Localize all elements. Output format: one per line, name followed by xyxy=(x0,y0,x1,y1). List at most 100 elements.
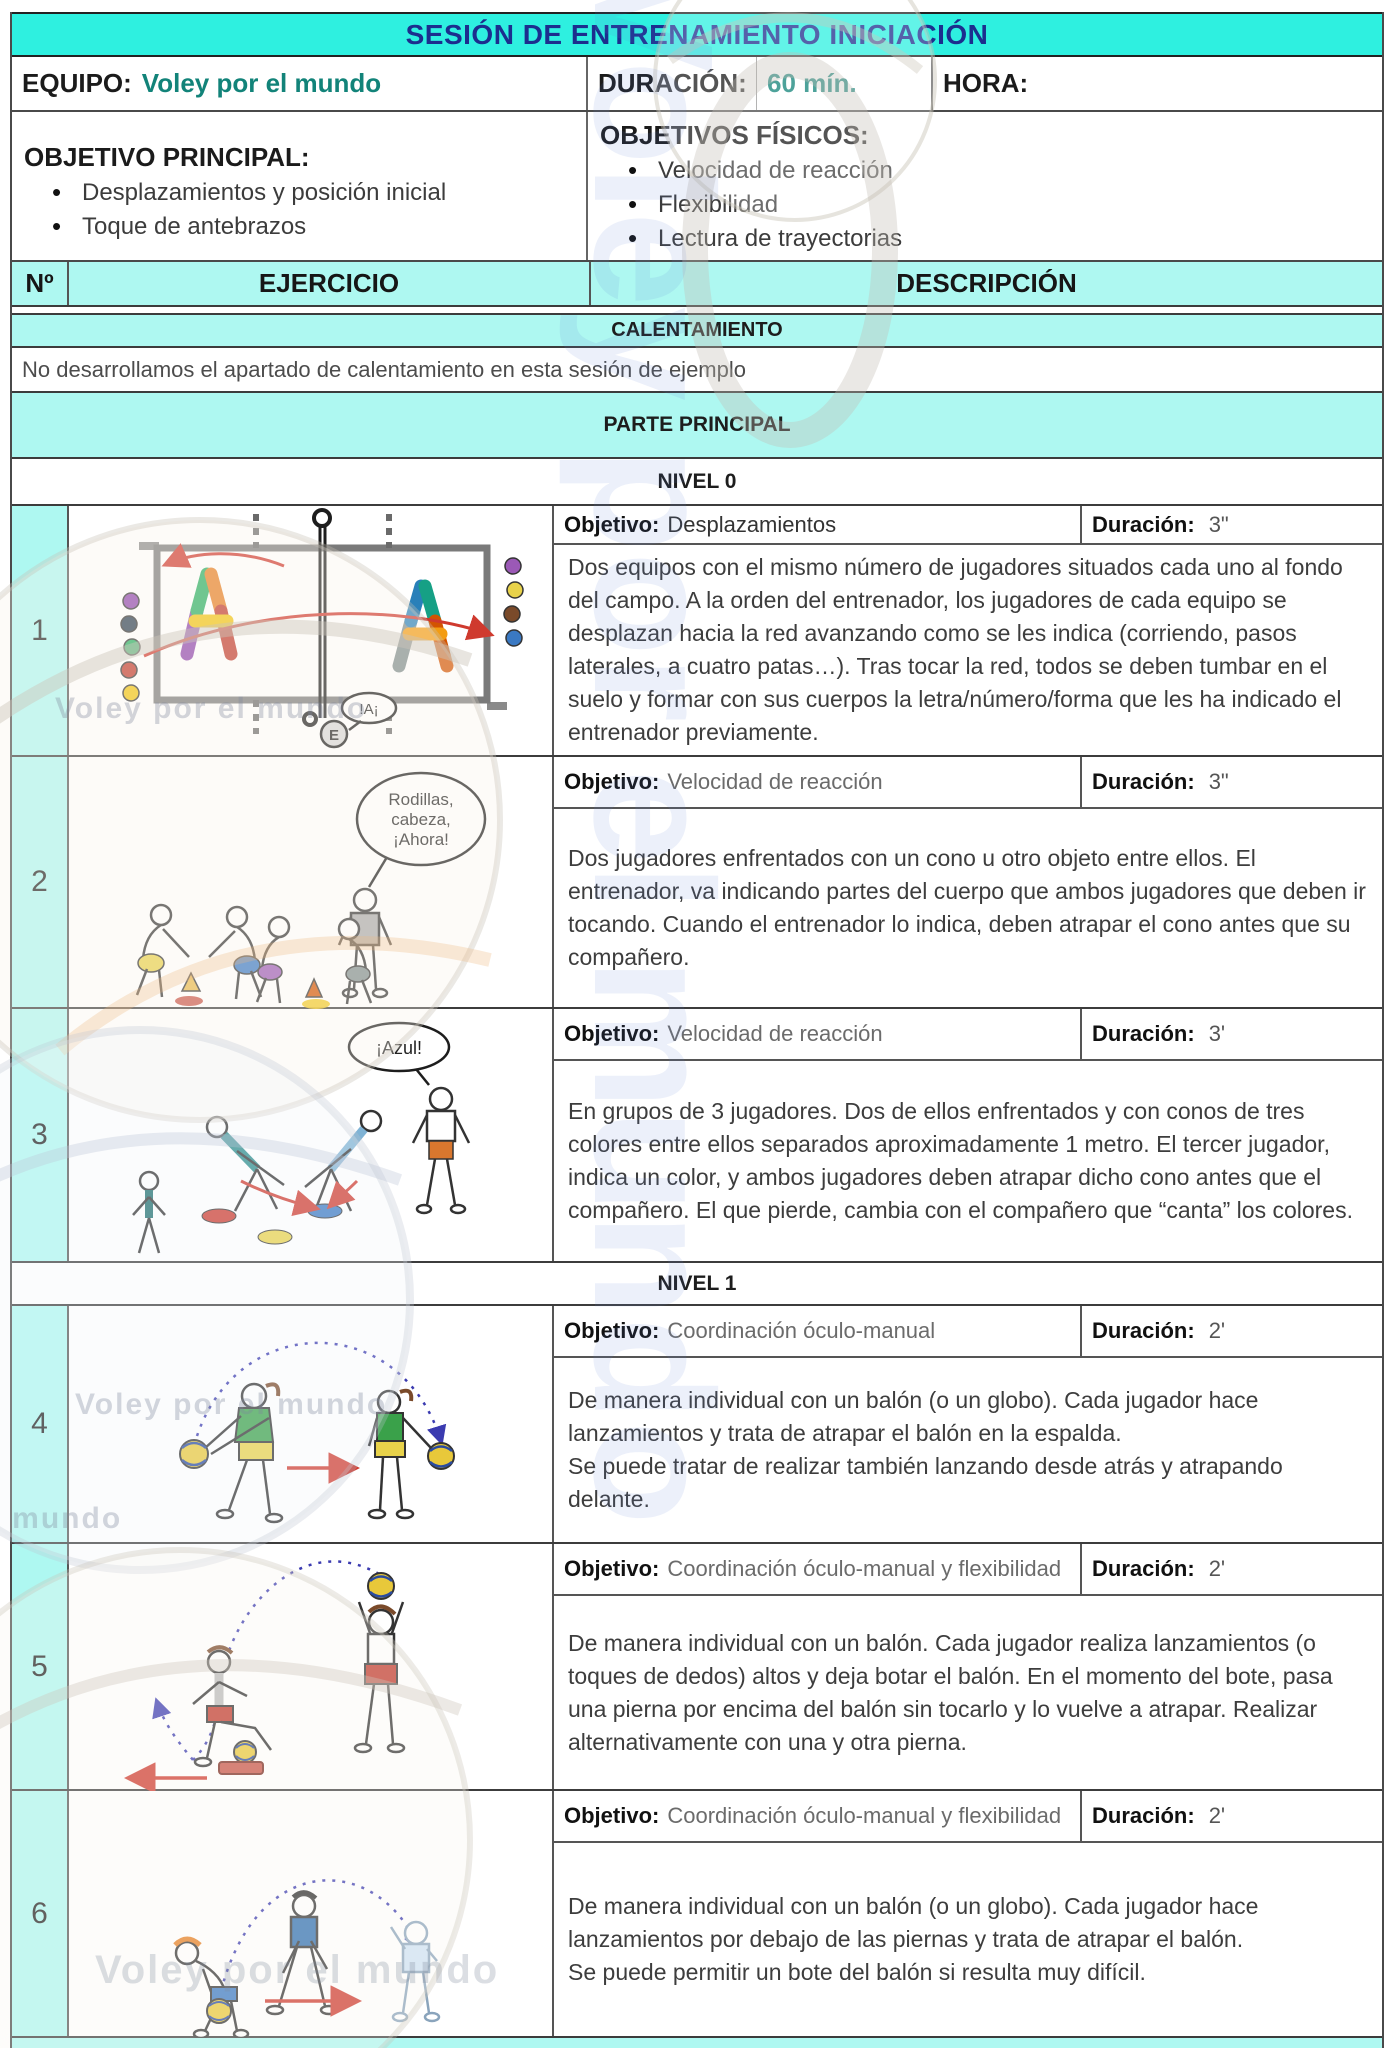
speech-bubble-text: !A¡ xyxy=(359,701,378,718)
speech-bubble-text: Rodillas, xyxy=(388,790,453,809)
section-calentamiento-label: CALENTAMIENTO xyxy=(611,319,783,341)
duracion-cell: Duración: 2' xyxy=(1082,1544,1382,1594)
page-title: SESIÓN DE ENTRENAMIENTO INICIACIÓN xyxy=(12,12,1382,57)
exercise-number: 2 xyxy=(12,757,69,1007)
hora-cell: HORA: xyxy=(933,57,1382,110)
exercise-row-1: 1 xyxy=(12,506,1382,757)
caller-figure xyxy=(411,1086,471,1215)
exercise-description: De manera individual con un balón (o un … xyxy=(568,1893,1259,1985)
speech-bubble-text: ¡Azul! xyxy=(376,1038,422,1058)
duracion-cell: Duración: 3" xyxy=(1082,757,1382,807)
duracion-label: Duración: xyxy=(1092,1021,1195,1046)
speech-bubble xyxy=(355,771,487,867)
player-figure xyxy=(353,1601,406,1754)
section-nivel-0: NIVEL 0 xyxy=(12,459,1382,506)
objetivo-label: Objetivo: xyxy=(564,1318,660,1343)
cone xyxy=(180,971,202,992)
duracion-label: Duración: xyxy=(1092,511,1195,537)
exercise-description-cell: Objetivo: Velocidad de reacción Duración… xyxy=(554,757,1382,1007)
players-letter-A-left xyxy=(180,567,238,661)
duracion-label: Duración: xyxy=(1092,1803,1195,1828)
objetivo-label: Objetivo: xyxy=(564,769,660,794)
exercise-row-2: 2 Rodillas, cabeza, ¡Ahora! xyxy=(12,757,1382,1009)
section-nivel-0-label: NIVEL 0 xyxy=(657,469,737,493)
objetivo-principal-item: Toque de antebrazos xyxy=(52,211,574,242)
exercise-description: Dos jugadores enfrentados con un cono u … xyxy=(568,845,1366,970)
cone-yellow xyxy=(257,1229,293,1245)
calentamiento-note-text: No desarrollamos el apartado de calentam… xyxy=(22,356,746,382)
duracion-label: Duración: xyxy=(1092,1556,1195,1581)
exercise-description-cell: Objetivo: Coordinación óculo-manual y fl… xyxy=(554,1791,1382,2036)
speech-bubble-text: cabeza, xyxy=(391,810,451,829)
exercise-number: 6 xyxy=(12,1791,69,2036)
section-calentamiento: CALENTAMIENTO xyxy=(12,313,1382,348)
objectives-row: OBJETIVO PRINCIPAL: Desplazamientos y po… xyxy=(12,112,1382,262)
exercise-description-cell: Objetivo: Velocidad de reacción Duración… xyxy=(554,1009,1382,1261)
objetivo-value: Desplazamientos xyxy=(667,511,837,537)
movement-arrow xyxy=(143,612,495,658)
objetivo-value: Velocidad de reacción xyxy=(667,1021,883,1046)
exercise-1-illustration: E !A¡ xyxy=(69,506,554,755)
lunging-player xyxy=(205,1115,285,1212)
objetivo-fisico-item: Flexibilidad xyxy=(628,189,1370,220)
player-figure xyxy=(265,1890,339,2016)
volleyball xyxy=(206,1998,232,2024)
header-num: Nº xyxy=(12,262,69,305)
catching-player-figure xyxy=(389,1920,441,2023)
speech-bubble xyxy=(340,691,398,725)
exercise-description: De manera individual con un balón. Cada … xyxy=(568,1629,1333,1755)
duracion-cell: Duración: 3" xyxy=(1082,506,1382,543)
exercise-description-cell: Objetivo: Coordinación óculo-manual y fl… xyxy=(554,1544,1382,1789)
player-stepping-figure xyxy=(192,1645,273,1768)
volleyball xyxy=(179,1439,209,1469)
objetivo-value: Velocidad de reacción xyxy=(667,769,883,794)
exercise-row-3: 3 ¡Azul! xyxy=(12,1009,1382,1263)
duracion-value: 60 mín. xyxy=(767,68,857,98)
player-queue-right xyxy=(503,557,524,647)
player-pair xyxy=(255,915,373,1005)
floor-marker xyxy=(302,999,330,1009)
equipo-value: Voley por el mundo xyxy=(141,68,382,98)
section-nivel-1: NIVEL 1 xyxy=(12,1263,1382,1306)
objetivo-fisico-item: Lectura de trayectorias xyxy=(628,223,1370,254)
player-figure xyxy=(204,1382,284,1524)
cone xyxy=(304,977,324,998)
equipo-cell: EQUIPO: Voley por el mundo xyxy=(12,57,588,110)
header-descripcion: DESCRIPCIÓN xyxy=(896,268,1077,298)
exercise-row-4: 4 xyxy=(12,1306,1382,1544)
exercise-number: 3 xyxy=(12,1009,69,1261)
floor-marker xyxy=(175,996,203,1006)
duracion-value: 3' xyxy=(1208,1021,1226,1046)
exercise-number: 4 xyxy=(12,1306,69,1542)
duracion-value: 3" xyxy=(1208,769,1229,794)
duracion-label-cell: DURACIÓN: xyxy=(588,57,757,110)
objetivo-cell: Objetivo: Coordinación óculo-manual y fl… xyxy=(554,1544,1082,1594)
step-marker xyxy=(218,1761,264,1775)
next-section-band xyxy=(12,2038,1382,2048)
objetivo-fisico-item: Velocidad de reacción xyxy=(628,155,1370,186)
duracion-label: Duración: xyxy=(1092,1318,1195,1343)
exercise-description: En grupos de 3 jugadores. Dos de ellos e… xyxy=(568,1098,1353,1223)
ball-trajectory xyxy=(195,1341,447,1446)
duracion-label: DURACIÓN: xyxy=(598,68,747,98)
exercise-description-cell: Objetivo: Desplazamientos Duración: 3" D… xyxy=(554,506,1382,755)
duracion-cell: Duración: 2' xyxy=(1082,1791,1382,1841)
player-queue-left xyxy=(120,592,141,702)
header-ejercicio: EJERCICIO xyxy=(69,262,591,305)
spacer xyxy=(12,307,1382,313)
speech-bubble-text: ¡Ahora! xyxy=(393,830,449,849)
objetivo-label: Objetivo: xyxy=(564,1803,660,1828)
exercise-3-illustration: ¡Azul! xyxy=(69,1009,554,1261)
volleyball xyxy=(427,1442,455,1470)
objetivo-cell: Objetivo: Coordinación óculo-manual xyxy=(554,1306,1082,1356)
page-title-text: SESIÓN DE ENTRENAMIENTO INICIACIÓN xyxy=(405,18,989,50)
info-row: EQUIPO: Voley por el mundo DURACIÓN: 60 … xyxy=(12,57,1382,112)
objetivo-principal-label: OBJETIVO PRINCIPAL: xyxy=(24,142,310,172)
coach-label: E xyxy=(329,727,339,744)
ball-trajectory xyxy=(219,1879,423,1992)
bent-player-figure xyxy=(173,1936,250,2038)
duracion-cell: Duración: 3' xyxy=(1082,1009,1382,1059)
equipo-label: EQUIPO: xyxy=(22,68,132,98)
exercise-4-illustration xyxy=(69,1306,554,1542)
speech-bubble xyxy=(347,1021,451,1073)
